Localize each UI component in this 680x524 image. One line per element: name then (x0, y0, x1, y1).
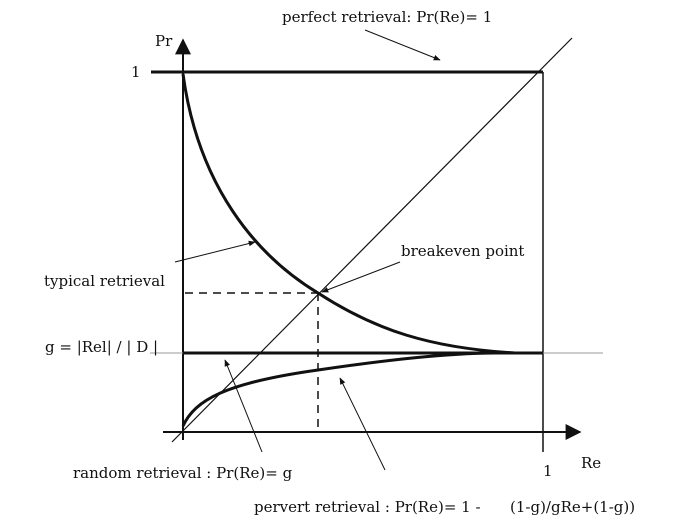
pervert-retrieval-label: pervert retrieval : Pr(Re)= 1 - (254, 498, 481, 516)
breakeven-label: breakeven point (401, 242, 524, 260)
x-axis-label: Re (581, 454, 601, 472)
typical-callout-arrow (174, 240, 256, 263)
x-tick-one: 1 (543, 462, 553, 480)
perfect-callout-arrow (364, 29, 441, 61)
y-tick-one: 1 (131, 63, 141, 81)
random-callout-arrow (224, 359, 263, 453)
diagonal-line (171, 37, 573, 443)
random-retrieval-label: random retrieval : Pr(Re)= g (73, 464, 293, 482)
typical-retrieval-label: typical retrieval (44, 272, 165, 290)
typical-retrieval-curve (181, 73, 516, 355)
pervert-formula-fraction: (1-g)/gRe+(1-g)) (510, 498, 635, 516)
pervert-callout-arrow (339, 377, 386, 471)
perfect-retrieval-label: perfect retrieval: Pr(Re)= 1 (282, 8, 492, 26)
y-axis-label: Pr (155, 32, 173, 50)
pervert-retrieval-curve (181, 351, 516, 427)
g-definition-label: g = |Rel| / | D | (45, 338, 158, 356)
breakeven-callout-arrow (321, 261, 401, 293)
